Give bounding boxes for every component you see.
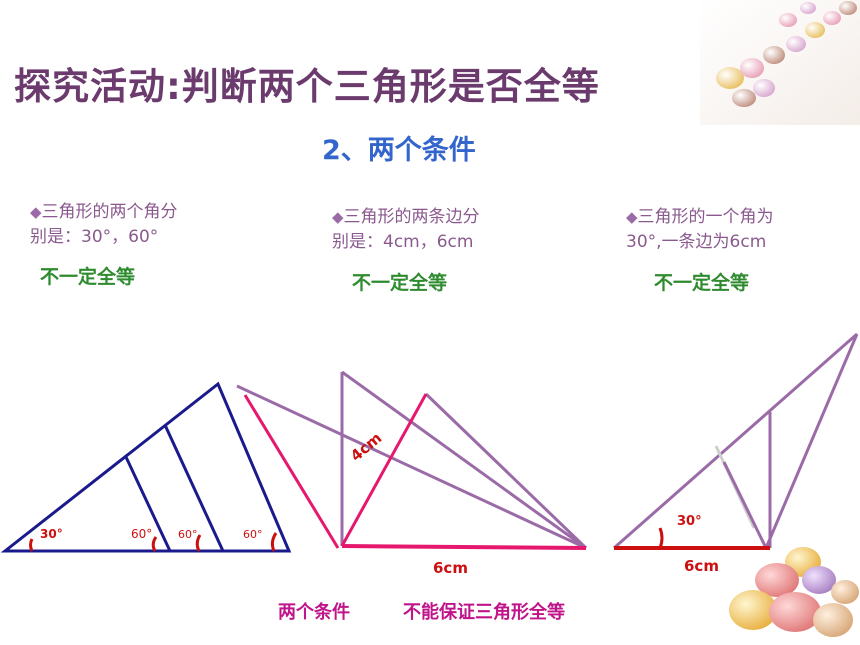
purple-right-side bbox=[764, 333, 859, 549]
verdict-angle-side: 不一定全等 bbox=[654, 272, 750, 294]
magenta-side-4cm bbox=[340, 393, 428, 547]
side-label-6cm-b: 6cm bbox=[684, 557, 719, 575]
angle-label-60-c: 60° bbox=[243, 528, 263, 541]
large-triangle bbox=[0, 381, 292, 553]
purple-side-3 bbox=[424, 392, 588, 550]
condition-sides: ◆三角形的两条边分 别是：4cm，6cm bbox=[332, 207, 480, 252]
figure-angle-side bbox=[613, 332, 859, 550]
angle-label-30: 30° bbox=[40, 527, 63, 541]
angle-label-30-b: 30° bbox=[677, 514, 702, 529]
conclusion-part1: 两个条件 bbox=[278, 602, 350, 623]
side-label-6cm-a: 6cm bbox=[433, 559, 468, 577]
angle-arc-30 bbox=[29, 538, 34, 552]
figure-two-sides bbox=[236, 370, 588, 550]
condition-angle-side: ◆三角形的一个角为 30°,一条边为6cm bbox=[626, 207, 774, 252]
magenta-base-6cm bbox=[341, 544, 587, 550]
purple-side-2 bbox=[341, 370, 587, 550]
condition-angles: ◆三角形的两个角分 别是：30°，60° bbox=[30, 202, 178, 247]
verdict-sides: 不一定全等 bbox=[352, 272, 448, 294]
purple-long-side bbox=[236, 384, 587, 550]
verdict-angles: 不一定全等 bbox=[40, 266, 136, 288]
angle-arc-60-b bbox=[195, 534, 202, 552]
candy-decoration-bottom bbox=[729, 547, 859, 637]
bullet-icon: ◆ bbox=[30, 203, 42, 221]
conclusion-part2: 不能保证三角形全等 bbox=[403, 602, 565, 623]
page-title: 探究活动:判断两个三角形是否全等 bbox=[14, 65, 600, 108]
purple-inner-side bbox=[722, 461, 768, 549]
angle-marks-figure-1 bbox=[29, 532, 278, 552]
angle-label-60-b: 60° bbox=[178, 528, 198, 541]
candy-decoration-top bbox=[700, 0, 860, 125]
angle-arc-60-c bbox=[270, 532, 278, 552]
section-subtitle: 2、两个条件 bbox=[322, 135, 476, 166]
purple-hypotenuse bbox=[613, 332, 858, 550]
magenta-side-left bbox=[243, 394, 340, 549]
side-label-4cm: 4cm bbox=[347, 429, 385, 465]
angle-arc-30-b bbox=[658, 527, 664, 549]
angle-arc-60-a bbox=[151, 536, 158, 552]
parallel-line-1 bbox=[124, 456, 172, 552]
angle-label-60-a: 60° bbox=[131, 527, 152, 541]
parallel-line-2 bbox=[163, 424, 225, 552]
bullet-icon: ◆ bbox=[332, 208, 344, 226]
bullet-icon: ◆ bbox=[626, 208, 638, 226]
figure-similar-triangles bbox=[0, 381, 292, 553]
